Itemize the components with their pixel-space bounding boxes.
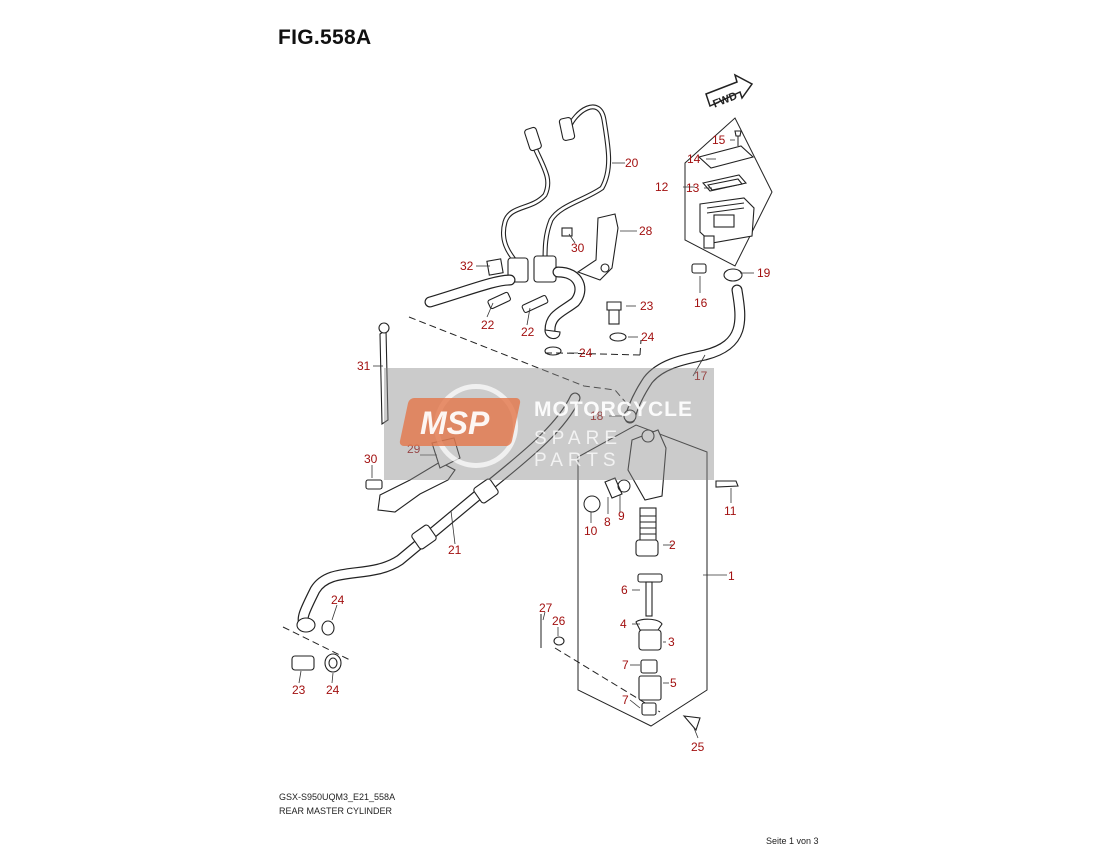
callout-4: 4 (620, 617, 627, 631)
callout-24-right: 24 (641, 330, 655, 344)
watermark-badge-text: MSP (420, 405, 490, 441)
callout-9: 9 (618, 509, 625, 523)
callout-30-lower: 30 (364, 452, 378, 466)
callout-16: 16 (694, 296, 708, 310)
callout-25: 25 (691, 740, 705, 754)
callout-17: 17 (694, 369, 708, 383)
watermark-line-2: SPARE PARTS (534, 428, 623, 471)
callout-23-lower: 23 (292, 683, 306, 697)
callout-30-upper: 30 (571, 241, 585, 255)
watermark-line-1: MOTORCYCLE (534, 398, 693, 421)
callout-22-left: 22 (481, 318, 495, 332)
model-code: GSX-S950UQM3_E21_558A (279, 792, 396, 802)
callout-11: 11 (724, 504, 737, 518)
callout-7-lower: 7 (622, 693, 629, 707)
callout-labels: 1 2 3 4 5 6 7 7 8 9 10 11 12 13 14 15 16… (292, 133, 771, 754)
callout-8: 8 (604, 515, 611, 529)
callout-10: 10 (584, 524, 598, 538)
reservoir-group (684, 117, 773, 267)
callout-23-upper: 23 (640, 299, 654, 313)
callout-24-left: 24 (331, 593, 345, 607)
callout-26: 26 (552, 614, 566, 628)
callout-22-right: 22 (521, 325, 535, 339)
callout-1: 1 (728, 569, 735, 583)
callout-21: 21 (448, 543, 462, 557)
callout-28: 28 (639, 224, 653, 238)
callout-5: 5 (670, 676, 677, 690)
callout-3: 3 (668, 635, 675, 649)
callout-31: 31 (357, 359, 371, 373)
callout-13: 13 (686, 181, 700, 195)
figure-caption: REAR MASTER CYLINDER (279, 806, 393, 816)
callout-2: 2 (669, 538, 676, 552)
callout-20: 20 (625, 156, 639, 170)
figure-title: FIG.558A (278, 26, 372, 49)
callout-15: 15 (712, 133, 726, 147)
callout-14: 14 (687, 152, 701, 166)
callout-19: 19 (757, 266, 771, 280)
callout-24-middle: 24 (579, 346, 593, 360)
callout-12: 12 (655, 180, 669, 194)
callout-6: 6 (621, 583, 628, 597)
callout-27: 27 (539, 601, 553, 615)
page-indicator: Seite 1 von 3 (766, 836, 819, 846)
callout-32: 32 (460, 259, 474, 273)
callout-7-upper: 7 (622, 658, 629, 672)
callout-24-bottom: 24 (326, 683, 340, 697)
callout-18: 18 (590, 409, 604, 423)
watermark: MSP MOTORCYCLE SPARE PARTS (384, 368, 714, 480)
forward-arrow-icon: FWD (705, 73, 754, 111)
